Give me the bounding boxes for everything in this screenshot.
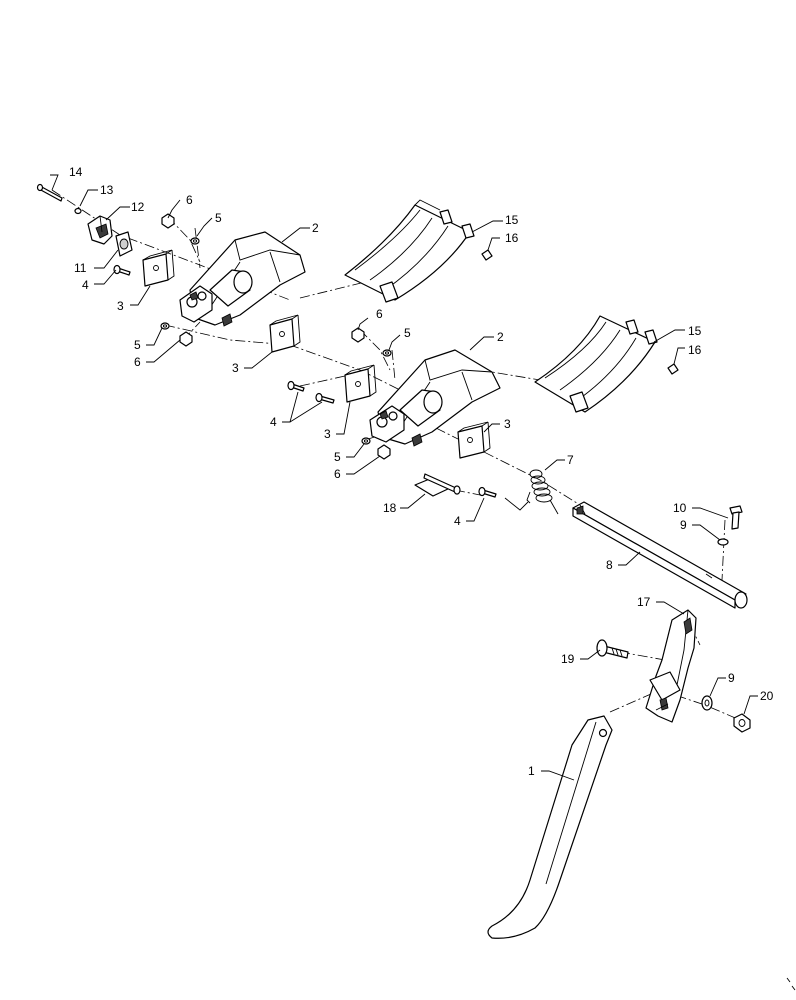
latch-plate-part-18 [414, 473, 461, 497]
callout-16: 16 [505, 231, 519, 245]
plate-part-3-mid-left [269, 314, 301, 353]
bolt-part-16-upper [481, 249, 493, 261]
callout-5: 5 [134, 338, 141, 352]
corner-mark [786, 977, 796, 991]
callout-3: 3 [232, 361, 239, 375]
bracket-part-2-lower [369, 349, 501, 447]
ring-part-13 [74, 207, 82, 215]
callout-5: 5 [215, 211, 222, 225]
nut-part-6-a [161, 213, 175, 229]
callout-5: 5 [404, 326, 411, 340]
callout-4: 4 [454, 514, 461, 528]
shield-part-15-upper [344, 199, 475, 303]
bushing-part-11 [115, 231, 133, 257]
bolt-part-4-b [287, 380, 305, 392]
callout-18: 18 [383, 501, 397, 515]
bolt-part-19 [596, 639, 629, 659]
shaft-part-8 [572, 501, 748, 609]
callout-4: 4 [82, 278, 89, 292]
callout-7: 7 [567, 453, 574, 467]
callout-2: 2 [497, 330, 504, 344]
callout-5: 5 [334, 450, 341, 464]
leader-lines [50, 174, 758, 781]
bolt-part-16-lower [667, 363, 679, 375]
plate-part-3-upper-left [142, 249, 175, 287]
callout-10: 10 [673, 501, 687, 515]
bolt-part-4-a [113, 264, 131, 276]
callout-3: 3 [117, 299, 124, 313]
callout-11: 11 [74, 261, 87, 275]
nut-part-6-d [377, 444, 391, 460]
washer-part-5-d [361, 437, 371, 445]
washer-part-5-c [382, 349, 392, 357]
nut-part-6-c [351, 327, 365, 343]
callout-17: 17 [637, 595, 651, 609]
callout-6: 6 [376, 307, 383, 321]
callout-8: 8 [606, 558, 613, 572]
spring-part-7 [504, 469, 559, 515]
callout-3: 3 [324, 427, 331, 441]
callout-labels: 14 13 12 11 6 5 2 15 16 4 3 5 6 6 5 2 15… [69, 165, 774, 778]
callout-15: 15 [688, 324, 702, 338]
callout-6: 6 [186, 193, 193, 207]
callout-4: 4 [270, 415, 277, 429]
shield-part-15-lower [534, 315, 658, 413]
bolt-part-10 [729, 505, 743, 530]
callout-15: 15 [505, 213, 519, 227]
callout-19: 19 [561, 652, 575, 666]
nut-part-20 [733, 713, 751, 733]
washer-part-9-lower [701, 695, 713, 711]
bolt-part-4-d [478, 486, 497, 498]
nut-part-6-b [179, 331, 193, 347]
callout-16: 16 [688, 343, 702, 357]
callout-20: 20 [760, 689, 774, 703]
bolt-part-4-c [315, 392, 335, 404]
washer-part-5-b [160, 322, 170, 330]
callout-9: 9 [728, 671, 735, 685]
plate-part-3-lower-right [457, 421, 491, 459]
holder-part-17 [645, 609, 697, 723]
callout-6: 6 [334, 467, 341, 481]
callout-14: 14 [69, 165, 83, 179]
washer-part-5-a [190, 237, 200, 245]
callout-13: 13 [100, 183, 114, 197]
callout-2: 2 [312, 221, 319, 235]
pin-part-14 [36, 183, 63, 202]
shank-part-1 [487, 715, 613, 939]
bracket-part-2-upper [179, 231, 306, 327]
callout-3: 3 [504, 417, 511, 431]
callout-6: 6 [134, 355, 141, 369]
plate-part-3-mid-right [344, 364, 377, 403]
callout-1: 1 [528, 764, 535, 778]
callout-12: 12 [131, 200, 145, 214]
callout-9: 9 [680, 518, 687, 532]
knob-part-12 [87, 215, 113, 245]
washer-part-9-upper [717, 538, 729, 546]
